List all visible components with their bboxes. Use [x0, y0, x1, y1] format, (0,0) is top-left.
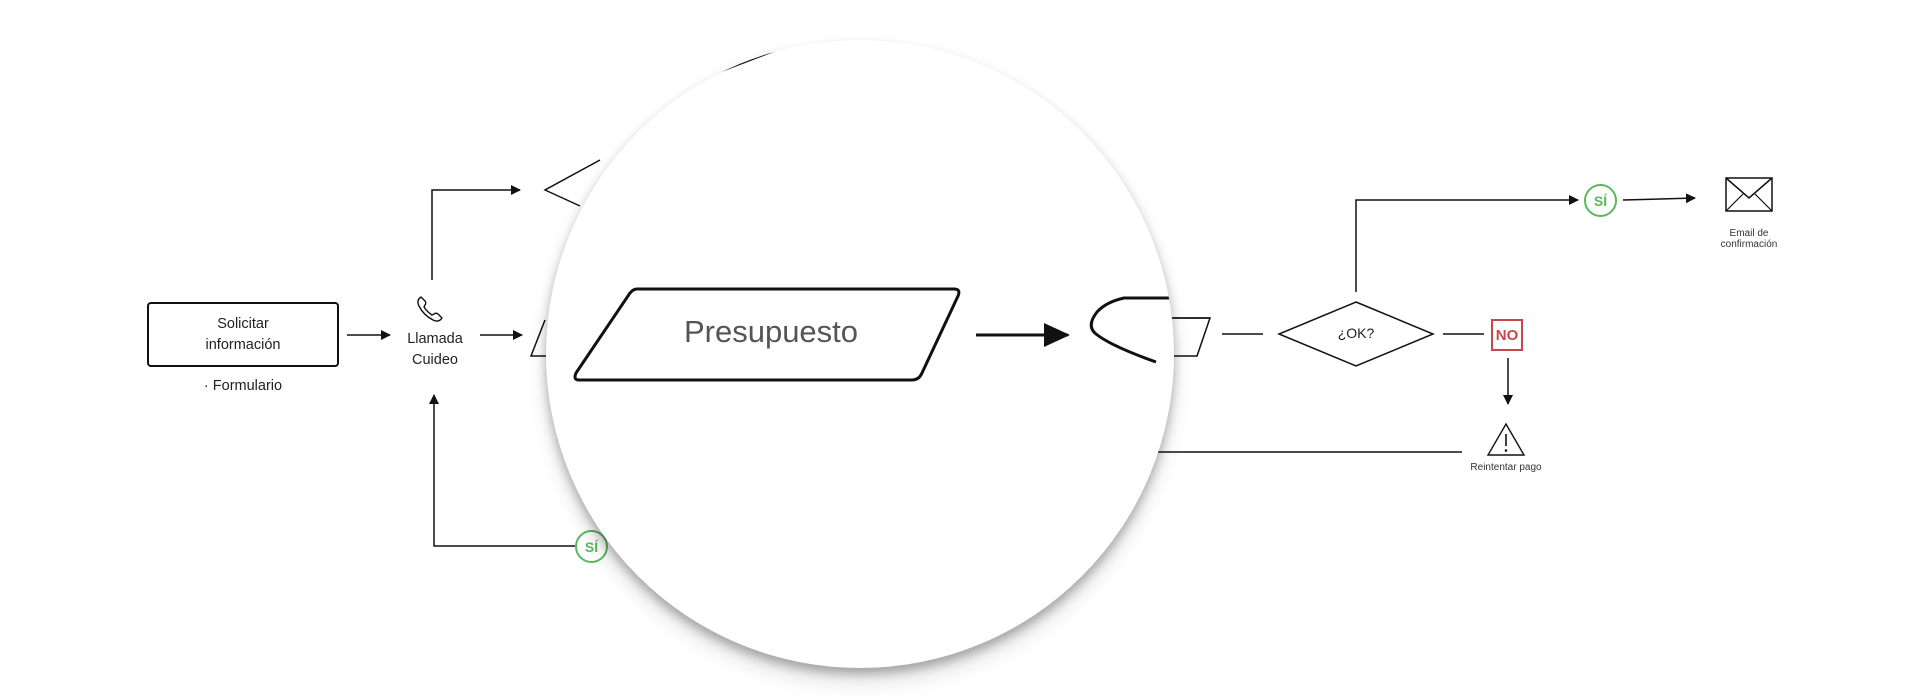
presupuesto-parallelogram[interactable] — [573, 287, 961, 382]
envelope-icon — [1725, 177, 1773, 212]
reintentar-label: Reintentar pago — [1470, 462, 1542, 473]
si-badge-bottom: SÍ — [575, 530, 608, 563]
email-label-line2: confirmación — [1720, 239, 1778, 250]
llamada-line1: Llamada — [407, 331, 463, 347]
lens-right-shape — [1089, 296, 1174, 364]
ok-question-label: ¿OK? — [1337, 325, 1375, 341]
llamada-line2: Cuideo — [412, 352, 458, 368]
lens-magnified-shapes — [573, 40, 1174, 382]
lens-upper-shape — [640, 40, 797, 88]
lens-upper-text-fragment — [704, 40, 741, 46]
formulario-label: · Formulario — [203, 378, 283, 394]
presupuesto-label: Presupuesto — [683, 314, 859, 349]
solicitar-label: Solicitar información — [148, 314, 338, 356]
email-label: Email de confirmación — [1699, 228, 1799, 250]
loop-back-to-llamada — [429, 394, 575, 547]
no-badge: NO — [1491, 319, 1523, 351]
magnifier-lens: Presupuesto — [546, 40, 1174, 668]
upper-shape-edge — [543, 159, 601, 207]
solicitar-line1: Solicitar — [217, 316, 269, 332]
phone-icon — [417, 296, 443, 322]
solicitar-line2: información — [205, 337, 281, 353]
email-label-line1: Email de — [1729, 228, 1769, 239]
arrow-si-to-email — [1622, 193, 1696, 204]
llamada-label: Llamada Cuideo — [395, 329, 475, 371]
branch-llamada-up — [431, 185, 521, 280]
ok-diamond[interactable] — [1277, 301, 1435, 367]
warning-icon — [1486, 422, 1526, 456]
si-badge: SÍ — [1584, 184, 1617, 217]
branch-ok-yes — [1355, 195, 1579, 292]
solicitar-box[interactable] — [147, 302, 339, 367]
